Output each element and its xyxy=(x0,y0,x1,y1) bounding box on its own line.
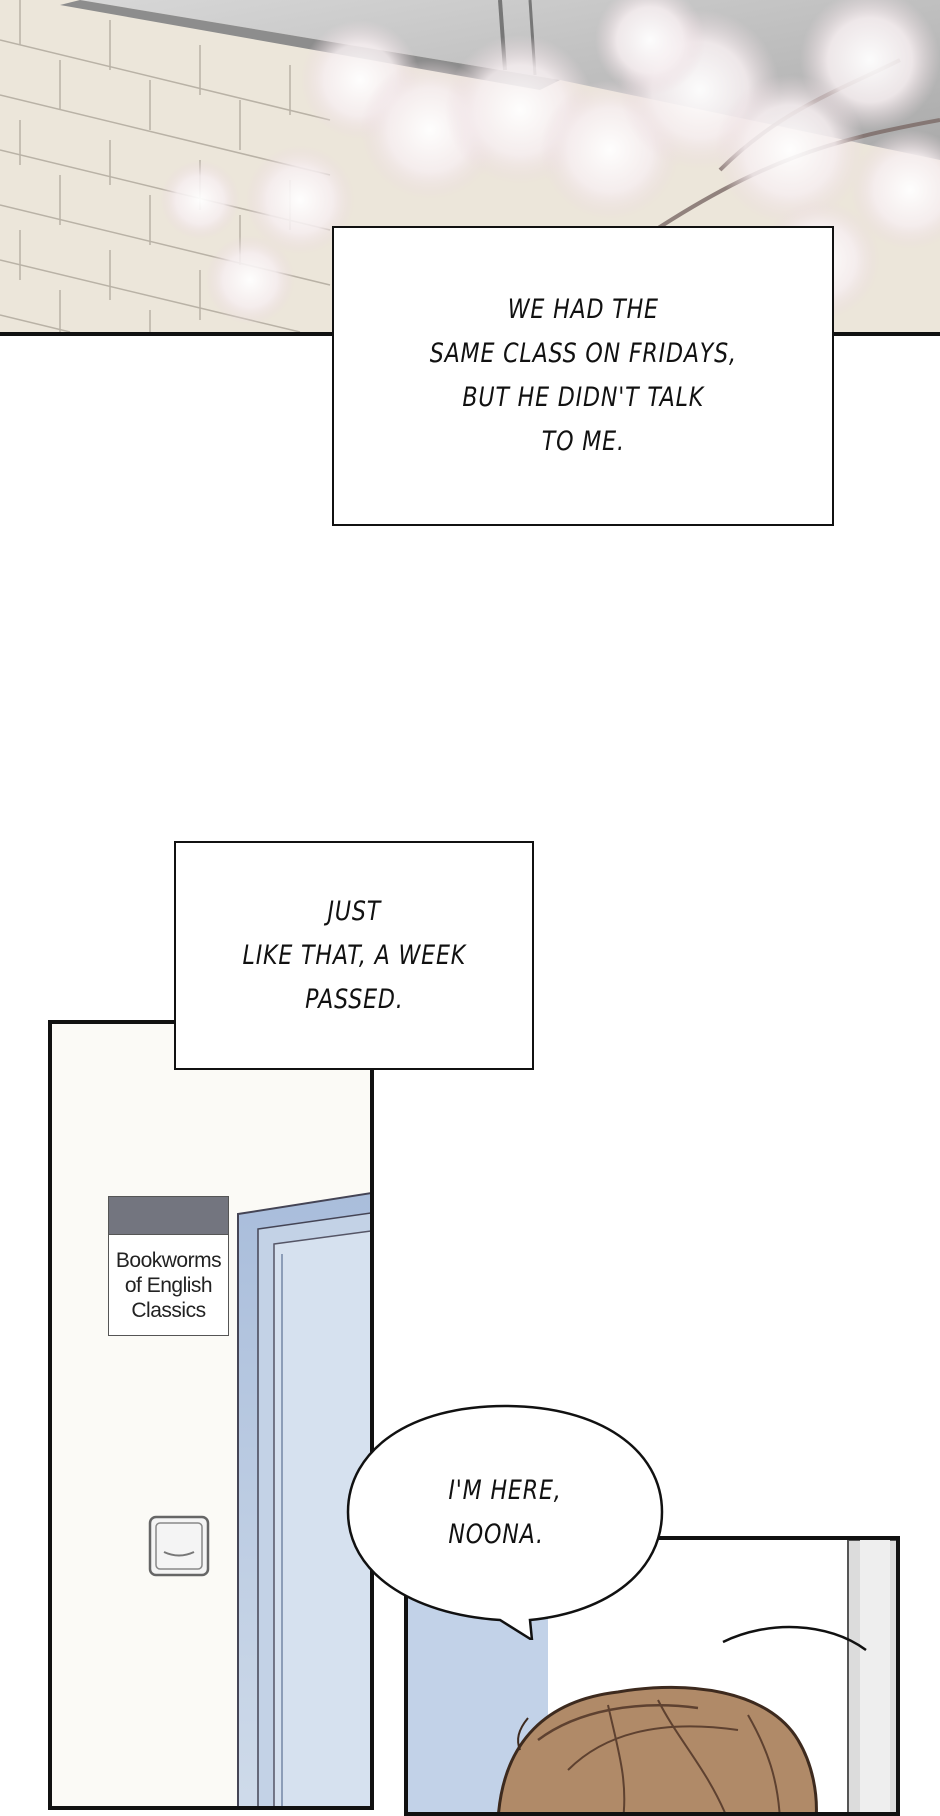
speech-text-container: I'M HERE, NOONA. xyxy=(340,1400,670,1626)
narration-box-first: WE HAD THE SAME CLASS ON FRIDAYS, BUT HE… xyxy=(332,226,834,526)
narration-text-first: WE HAD THE SAME CLASS ON FRIDAYS, BUT HE… xyxy=(429,294,737,457)
sign-text: Bookworms of English Classics xyxy=(115,1248,222,1322)
narration-text-second: JUST LIKE THAT, A WEEK PASSED. xyxy=(242,895,466,1015)
club-room-sign: Bookworms of English Classics xyxy=(108,1196,229,1336)
clubroom-door-illustration xyxy=(148,1192,370,1806)
door-panel xyxy=(48,1020,374,1810)
speech-text: I'M HERE, NOONA. xyxy=(448,1475,562,1550)
sign-plate: Bookworms of English Classics xyxy=(108,1234,229,1336)
sign-header-bar xyxy=(108,1196,229,1236)
speech-bubble: I'M HERE, NOONA. xyxy=(340,1400,670,1640)
speech-bubble-shape xyxy=(346,1404,664,1640)
narration-box-second: JUST LIKE THAT, A WEEK PASSED. xyxy=(174,841,534,1070)
